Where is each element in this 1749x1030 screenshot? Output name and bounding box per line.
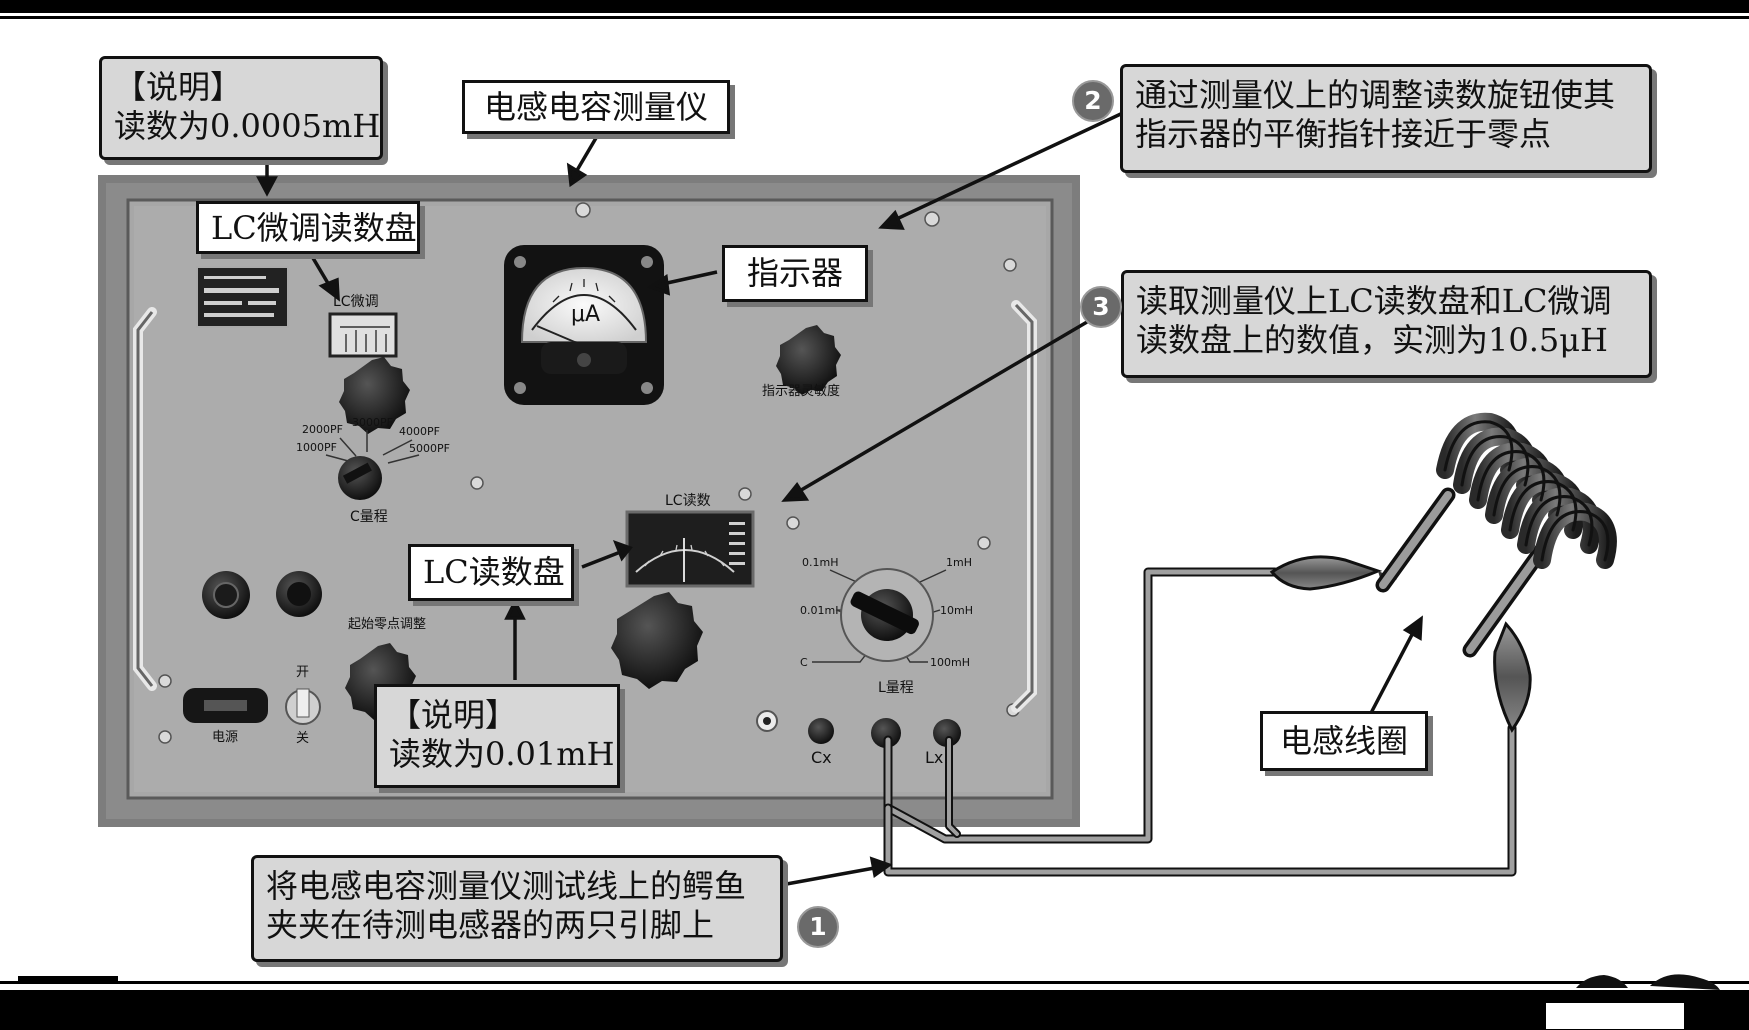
panel-label: 100mH [930, 656, 970, 669]
fine-dial-label: LC微调读数盘 [196, 201, 420, 254]
panel-label: 1000PF [296, 441, 337, 454]
cx-small-text: Cx [811, 748, 832, 767]
panel-label: 5000PF [409, 442, 450, 455]
step-2-line1: 通过测量仪上的调整读数旋钮使其 [1135, 76, 1616, 114]
step-1-note: 将电感电容测量仪测试线上的鳄鱼 夹夹在待测电感器的两只引脚上 [251, 855, 783, 962]
indicator-label: 指示器 [722, 245, 868, 302]
corner-stamp [1576, 974, 1720, 990]
zero-adjust-small-text: 起始零点调整 [348, 617, 426, 632]
meter-unit: μA [571, 302, 600, 327]
inductor-coil [1375, 412, 1617, 658]
panel-label: 3000PF [352, 416, 393, 429]
step-2-line2: 指示器的平衡指针接近于零点 [1135, 115, 1552, 153]
c-range-small-text: C量程 [350, 509, 388, 525]
top-left-note-line1: 【说明】 [114, 68, 243, 106]
panel-label: 2000PF [302, 423, 343, 436]
switch-off-small-text: 关 [296, 731, 309, 746]
bottom-right-block [1544, 1001, 1686, 1030]
reading-dial-label: LC读数盘 [408, 544, 574, 601]
top-border [0, 0, 1749, 13]
lc-reading-small-text: LC读数 [665, 492, 711, 509]
panel-label: 1mH [946, 556, 972, 569]
panel-label: 4000PF [399, 425, 440, 438]
test-leads [883, 567, 1517, 877]
bottom-border [0, 990, 1749, 1030]
panel-label: 0.01mH [800, 604, 843, 617]
switch-on-small-text: 开 [296, 665, 309, 680]
bottom-middle-note-line1: 【说明】 [389, 696, 518, 734]
bottom-middle-note: 【说明】 读数为0.01mH [374, 684, 620, 788]
fine-dial-small-text: LC微调 [333, 294, 379, 310]
panel-label: C [800, 656, 808, 669]
step-3-note: 读取测量仪上LC读数盘和LC微调 读数盘上的数值，实测为10.5μH [1121, 270, 1652, 378]
step-3-badge: 3 [1080, 286, 1122, 328]
l-range-small-text: L量程 [878, 680, 914, 696]
step-1-badge: 1 [797, 906, 839, 948]
bottom-middle-note-line2: 读数为0.01mH [389, 735, 615, 773]
alligator-clip-bottom [1493, 621, 1532, 733]
bottom-border-thin [0, 981, 1749, 984]
panel-label: 0.1mH [802, 556, 838, 569]
panel-label: 10mH [940, 604, 973, 617]
bottom-left-mark [18, 976, 118, 984]
sensitivity-small-text: 指示器灵敏度 [762, 383, 840, 399]
step-1-line1: 将电感电容测量仪测试线上的鳄鱼 [266, 867, 747, 905]
top-border-thin [0, 16, 1749, 19]
step-3-line2: 读数盘上的数值，实测为10.5μH [1136, 321, 1608, 359]
instrument-title-label: 电感电容测量仪 [462, 80, 730, 134]
pointer-arrows [256, 110, 1423, 889]
top-left-note-line2: 读数为0.0005mH [114, 107, 381, 145]
step-3-line1: 读取测量仪上LC读数盘和LC微调 [1136, 282, 1612, 320]
step-2-note: 通过测量仪上的调整读数旋钮使其 指示器的平衡指针接近于零点 [1120, 64, 1652, 173]
step-2-badge: 2 [1072, 80, 1114, 122]
lx-small-text: Lx [925, 748, 943, 767]
top-left-note: 【说明】 读数为0.0005mH [99, 56, 383, 160]
power-small-text: 电源 [212, 730, 238, 745]
step-1-line2: 夹夹在待测电感器的两只引脚上 [266, 906, 715, 944]
coil-label: 电感线圈 [1260, 711, 1428, 771]
